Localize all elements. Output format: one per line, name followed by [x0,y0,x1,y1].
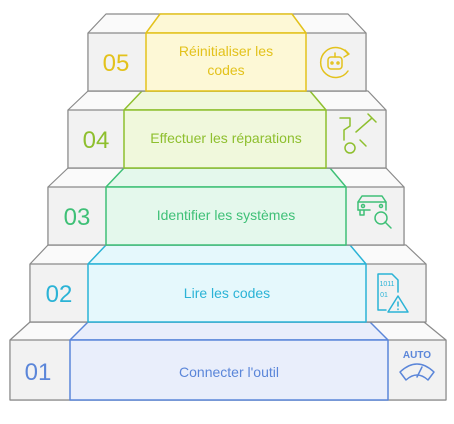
binary-top-text: 1011 [379,281,394,288]
car-search-icon [357,195,392,229]
step-05-number: 05 [103,50,130,77]
step-01-panel [69,339,389,401]
step-04-number: 04 [83,127,110,154]
step-04-label: Effectuer les réparations [150,130,302,146]
binary-bottom-text: 01 [380,292,388,299]
step-01: 01 Connecter l'outil AUTO [9,321,447,401]
step-02-panel [87,263,367,323]
step-05-label-line-1: Réinitialiser les [179,43,273,59]
step-05-panel [145,32,307,92]
step-03: 03 Identifier les systèmes [47,167,405,246]
step-02-number: 02 [46,281,73,308]
binary-file-warning-icon: 1011 01 [377,273,409,313]
step-04-panel-top [123,90,327,111]
step-05-panel-top [145,13,307,34]
step-05: 05 Réinitialiser les codes [87,13,367,92]
step-05-label-line-2: codes [207,62,244,78]
step-03-panel [105,186,347,246]
auto-gauge-icon: AUTO [399,350,435,381]
step-04: 04 Effectuer les réparations [67,90,387,169]
step-02-label: Lire les codes [184,285,270,301]
step-01-label: Connecter l'outil [179,364,279,380]
step-03-number: 03 [64,204,91,231]
auto-text: AUTO [403,350,431,361]
step-02-panel-top [87,244,367,265]
step-01-panel-top [69,321,389,341]
step-02: 02 Lire les codes 1011 01 [29,244,427,323]
step-03-panel-top [105,167,347,188]
step-04-panel [123,109,327,169]
reset-robot-icon [319,46,350,79]
wrench-tools-icon [339,113,377,154]
step-01-number: 01 [25,359,52,386]
step-03-label: Identifier les systèmes [157,207,296,223]
